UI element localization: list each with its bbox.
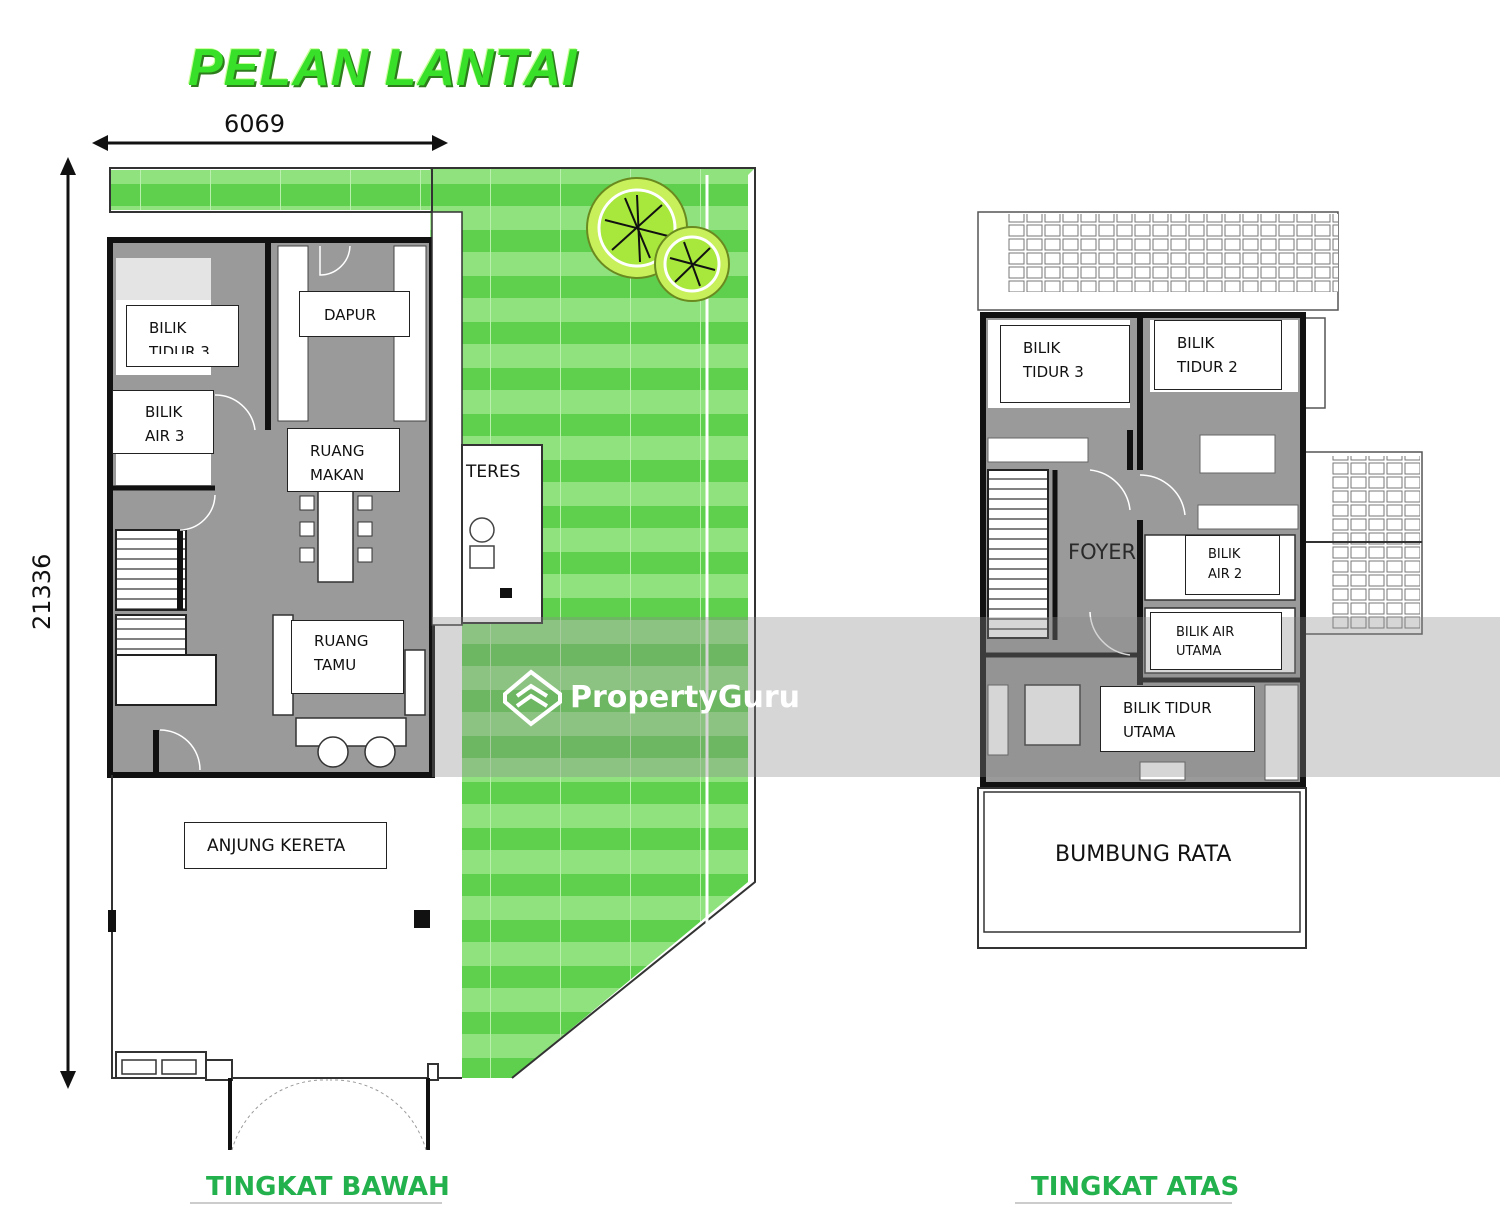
room-label-upper-bilik-air-utama: BILIK AIR UTAMA	[1150, 612, 1282, 670]
front-lawn-strip	[110, 170, 430, 210]
watermark-text: PropertyGuru	[570, 680, 801, 715]
propertyguru-logo-icon	[503, 669, 562, 727]
width-dimension-label: 6069	[224, 110, 286, 138]
room-label-ruang-tamu: RUANG TAMU	[291, 620, 404, 694]
room-label-bumbung-rata: BUMBUNG RATA	[1055, 842, 1232, 867]
room-label-anjung-kereta: ANJUNG KERETA	[184, 822, 387, 869]
room-label-dapur: DAPUR	[299, 291, 410, 337]
room-label-upper-bilik-tidur-3: BILIK TIDUR 3	[1000, 325, 1130, 403]
room-label-upper-bilik-tidur-2: BILIK TIDUR 2	[1154, 320, 1282, 390]
watermark-band	[432, 617, 1500, 777]
ground-floor-caption: TINGKAT BAWAH	[206, 1172, 450, 1202]
room-label-bilik-tidur-3: BILIK TIDUR 3	[126, 305, 239, 367]
room-label-teres: TERES	[466, 462, 521, 482]
room-label-upper-bilik-tidur-utama: BILIK TIDUR UTAMA	[1100, 686, 1255, 752]
room-label-ruang-makan: RUANG MAKAN	[287, 428, 400, 492]
room-label-bilik-air-3: BILIK AIR 3	[112, 390, 214, 454]
teres-area	[431, 211, 543, 626]
room-label-upper-bilik-air-2: BILIK AIR 2	[1185, 535, 1280, 595]
length-dimension-label: 21336	[28, 553, 56, 630]
page-title: PELAN LANTAI	[188, 39, 578, 97]
garden-lawn	[430, 167, 756, 1079]
tree-icon	[654, 226, 730, 302]
room-label-foyer: FOYER	[1068, 540, 1137, 564]
flat-roof	[977, 787, 1307, 949]
length-dimension-arrow	[60, 157, 76, 1089]
car-porch	[108, 775, 462, 1151]
upper-floor-caption: TINGKAT ATAS	[1031, 1172, 1240, 1202]
width-dimension-arrow	[92, 135, 448, 151]
